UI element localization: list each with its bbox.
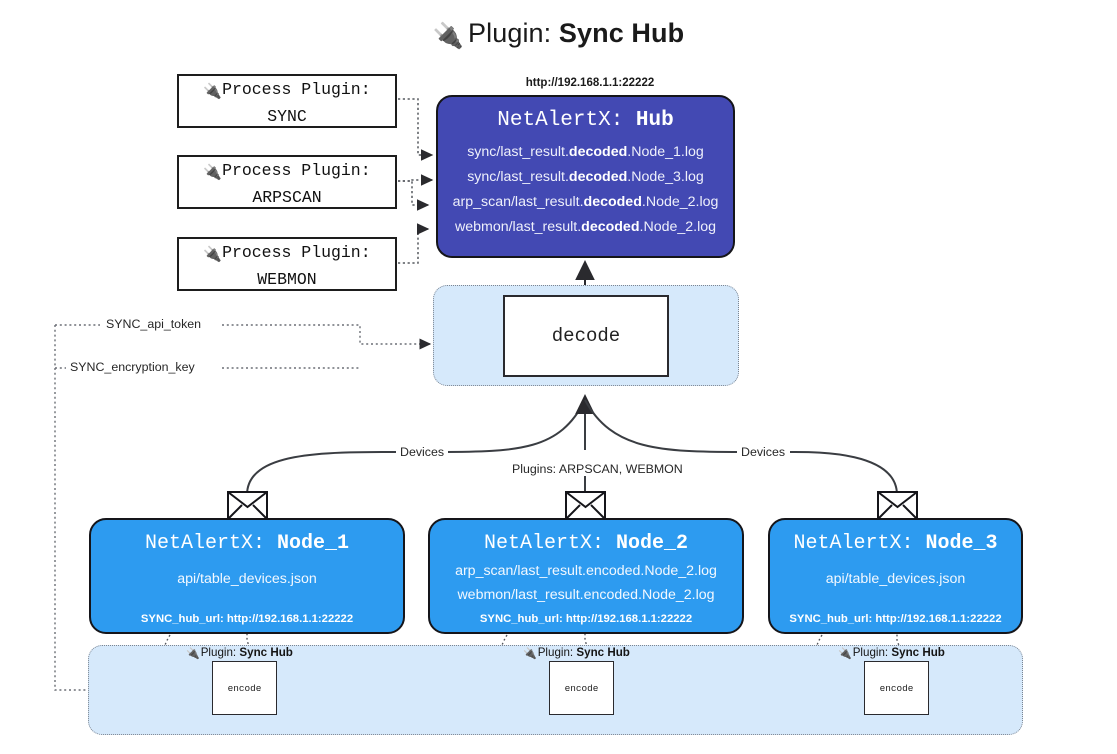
node-title: NetAlertX: Node_3: [793, 532, 998, 555]
edge-label-devices-left: Devices: [396, 445, 449, 459]
process-plugin-row1: 🔌Process Plugin:: [203, 161, 371, 181]
node-log-line: api/table_devices.json: [177, 571, 317, 587]
process-plugin-row2: SYNC: [267, 107, 307, 126]
hub-log-line: arp_scan/last_result.decoded.Node_2.log: [452, 194, 719, 210]
process-plugin-row1: 🔌Process Plugin:: [203, 80, 371, 100]
process-plugin-box-arpscan[interactable]: 🔌Process Plugin: ARPSCAN: [177, 155, 397, 209]
node-hub-url: SYNC_hub_url: http://192.168.1.1:22222: [140, 613, 354, 625]
encode-box-3[interactable]: encode: [864, 661, 929, 715]
encoder-plugin-label-2: 🔌Plugin: Sync Hub: [523, 646, 630, 660]
node-box-node-2[interactable]: NetAlertX: Node_2 arp_scan/last_result.e…: [428, 518, 744, 634]
process-plugin-row2: ARPSCAN: [252, 188, 322, 207]
node-title: NetAlertX: Node_1: [144, 532, 350, 555]
plug-icon: 🔌: [523, 648, 537, 660]
hub-log-line: sync/last_result.decoded.Node_1.log: [467, 144, 704, 160]
secret-label-api-token: SYNC_api_token: [102, 317, 206, 331]
edge-label-devices-right: Devices: [737, 445, 790, 459]
hub-title: NetAlertX: Hub: [497, 109, 674, 132]
edge-label-plugins-center: Plugins: ARPSCAN, WEBMON: [508, 462, 687, 476]
encode-box-1[interactable]: encode: [212, 661, 277, 715]
node-hub-url: SYNC_hub_url: http://192.168.1.1:22222: [479, 613, 693, 625]
decode-box[interactable]: decode: [503, 295, 669, 377]
page-title: 🔌Plugin: Sync Hub: [0, 18, 1117, 51]
node-title: NetAlertX: Node_2: [483, 532, 689, 555]
encoder-plugin-label-1: 🔌Plugin: Sync Hub: [186, 646, 293, 660]
hub-log-line: webmon/last_result.decoded.Node_2.log: [454, 219, 717, 235]
plug-icon: 🔌: [203, 163, 223, 181]
envelope-icon: [877, 491, 918, 520]
hub-url-label: http://192.168.1.1:22222: [525, 77, 655, 89]
node-log-line: webmon/last_result.encoded.Node_2.log: [457, 587, 715, 603]
plug-icon: 🔌: [203, 82, 223, 100]
node-box-node-3[interactable]: NetAlertX: Node_3 api/table_devices.json…: [768, 518, 1023, 634]
encode-box-2[interactable]: encode: [549, 661, 614, 715]
encoder-plugin-label-3: 🔌Plugin: Sync Hub: [838, 646, 945, 660]
process-plugin-row1: 🔌Process Plugin:: [203, 243, 371, 263]
node-box-node-1[interactable]: NetAlertX: Node_1 api/table_devices.json…: [89, 518, 405, 634]
process-plugin-box-sync[interactable]: 🔌Process Plugin: SYNC: [177, 74, 397, 128]
secret-label-encryption-key: SYNC_encryption_key: [66, 360, 199, 374]
envelope-icon: [565, 491, 606, 520]
process-plugin-row2: WEBMON: [257, 270, 317, 289]
plug-icon: 🔌: [186, 648, 200, 660]
plug-icon: 🔌: [838, 648, 852, 660]
hub-log-list: sync/last_result.decoded.Node_1.log sync…: [438, 140, 733, 240]
node-hub-url: SYNC_hub_url: http://192.168.1.1:22222: [789, 613, 1002, 625]
process-plugin-box-webmon[interactable]: 🔌Process Plugin: WEBMON: [177, 237, 397, 291]
node-log-line: arp_scan/last_result.encoded.Node_2.log: [455, 563, 717, 579]
hub-node-box[interactable]: NetAlertX: Hub sync/last_result.decoded.…: [436, 95, 735, 258]
plug-icon: 🔌: [432, 22, 465, 50]
plug-icon: 🔌: [203, 245, 223, 263]
node-log-line: api/table_devices.json: [825, 571, 966, 587]
envelope-icon: [227, 491, 268, 520]
title-prefix: Plugin:: [468, 18, 552, 48]
hub-log-line: sync/last_result.decoded.Node_3.log: [467, 169, 704, 185]
title-name: Sync Hub: [558, 18, 685, 48]
